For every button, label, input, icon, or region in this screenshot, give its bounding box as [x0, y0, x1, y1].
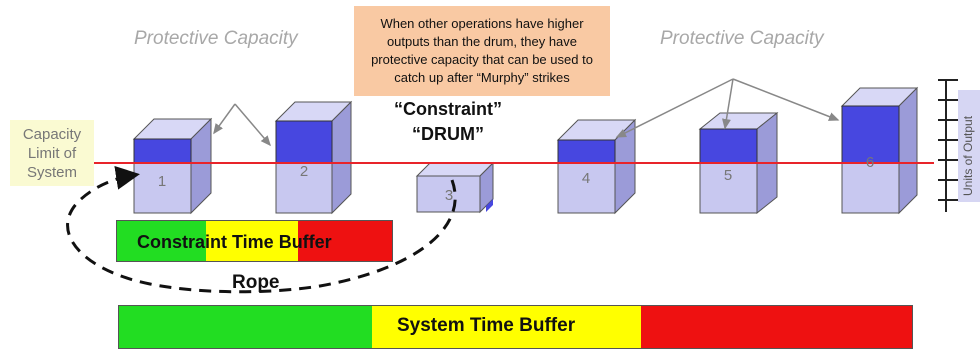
rope-loop [66, 165, 457, 294]
operation-4-label: 4 [582, 170, 590, 187]
constraint-label: “Constraint” [394, 99, 502, 119]
units-of-output-text: Units of Output [961, 115, 975, 196]
protective-capacity-arrows-right [615, 78, 840, 138]
rope-label: Rope [232, 272, 280, 293]
operation-5-label: 5 [724, 167, 732, 184]
operation-1-label: 1 [158, 173, 166, 190]
constraint-buffer-label: Constraint Time Buffer [137, 232, 332, 252]
capacity-limit-label: Capacity Limit of System [10, 120, 94, 186]
capacity-limit-text: Capacity Limit of System [22, 125, 82, 181]
protective-capacity-callout: When other operations have higher output… [354, 6, 610, 96]
constraint-buffer-red [298, 221, 392, 261]
operation-1-cube [132, 117, 213, 215]
operation-3-cube [415, 161, 495, 214]
operation-2-label: 2 [300, 163, 308, 180]
operation-3-label: 3 [445, 187, 453, 204]
system-buffer-green [119, 306, 372, 348]
protective-capacity-label-right: Protective Capacity [660, 28, 824, 49]
operation-6-label: 6 [866, 154, 874, 171]
constraint-buffer-green [117, 221, 206, 261]
system-buffer-yellow [372, 306, 641, 348]
units-of-output-label: Units of Output [958, 90, 980, 202]
operation-5-cube [698, 111, 779, 215]
drum-label: “DRUM” [412, 124, 484, 144]
protective-capacity-label-left: Protective Capacity [134, 28, 298, 49]
operation-2-cube [274, 100, 353, 215]
output-axis [938, 79, 958, 212]
constraint-time-buffer [116, 220, 393, 262]
callout-text: When other operations have higher output… [371, 16, 593, 85]
system-time-buffer [118, 305, 913, 349]
system-buffer-label: System Time Buffer [397, 315, 576, 336]
operation-6-cube [840, 86, 919, 215]
protective-capacity-arrows-left [213, 103, 271, 147]
system-buffer-red [641, 306, 912, 348]
constraint-buffer-yellow [206, 221, 298, 261]
